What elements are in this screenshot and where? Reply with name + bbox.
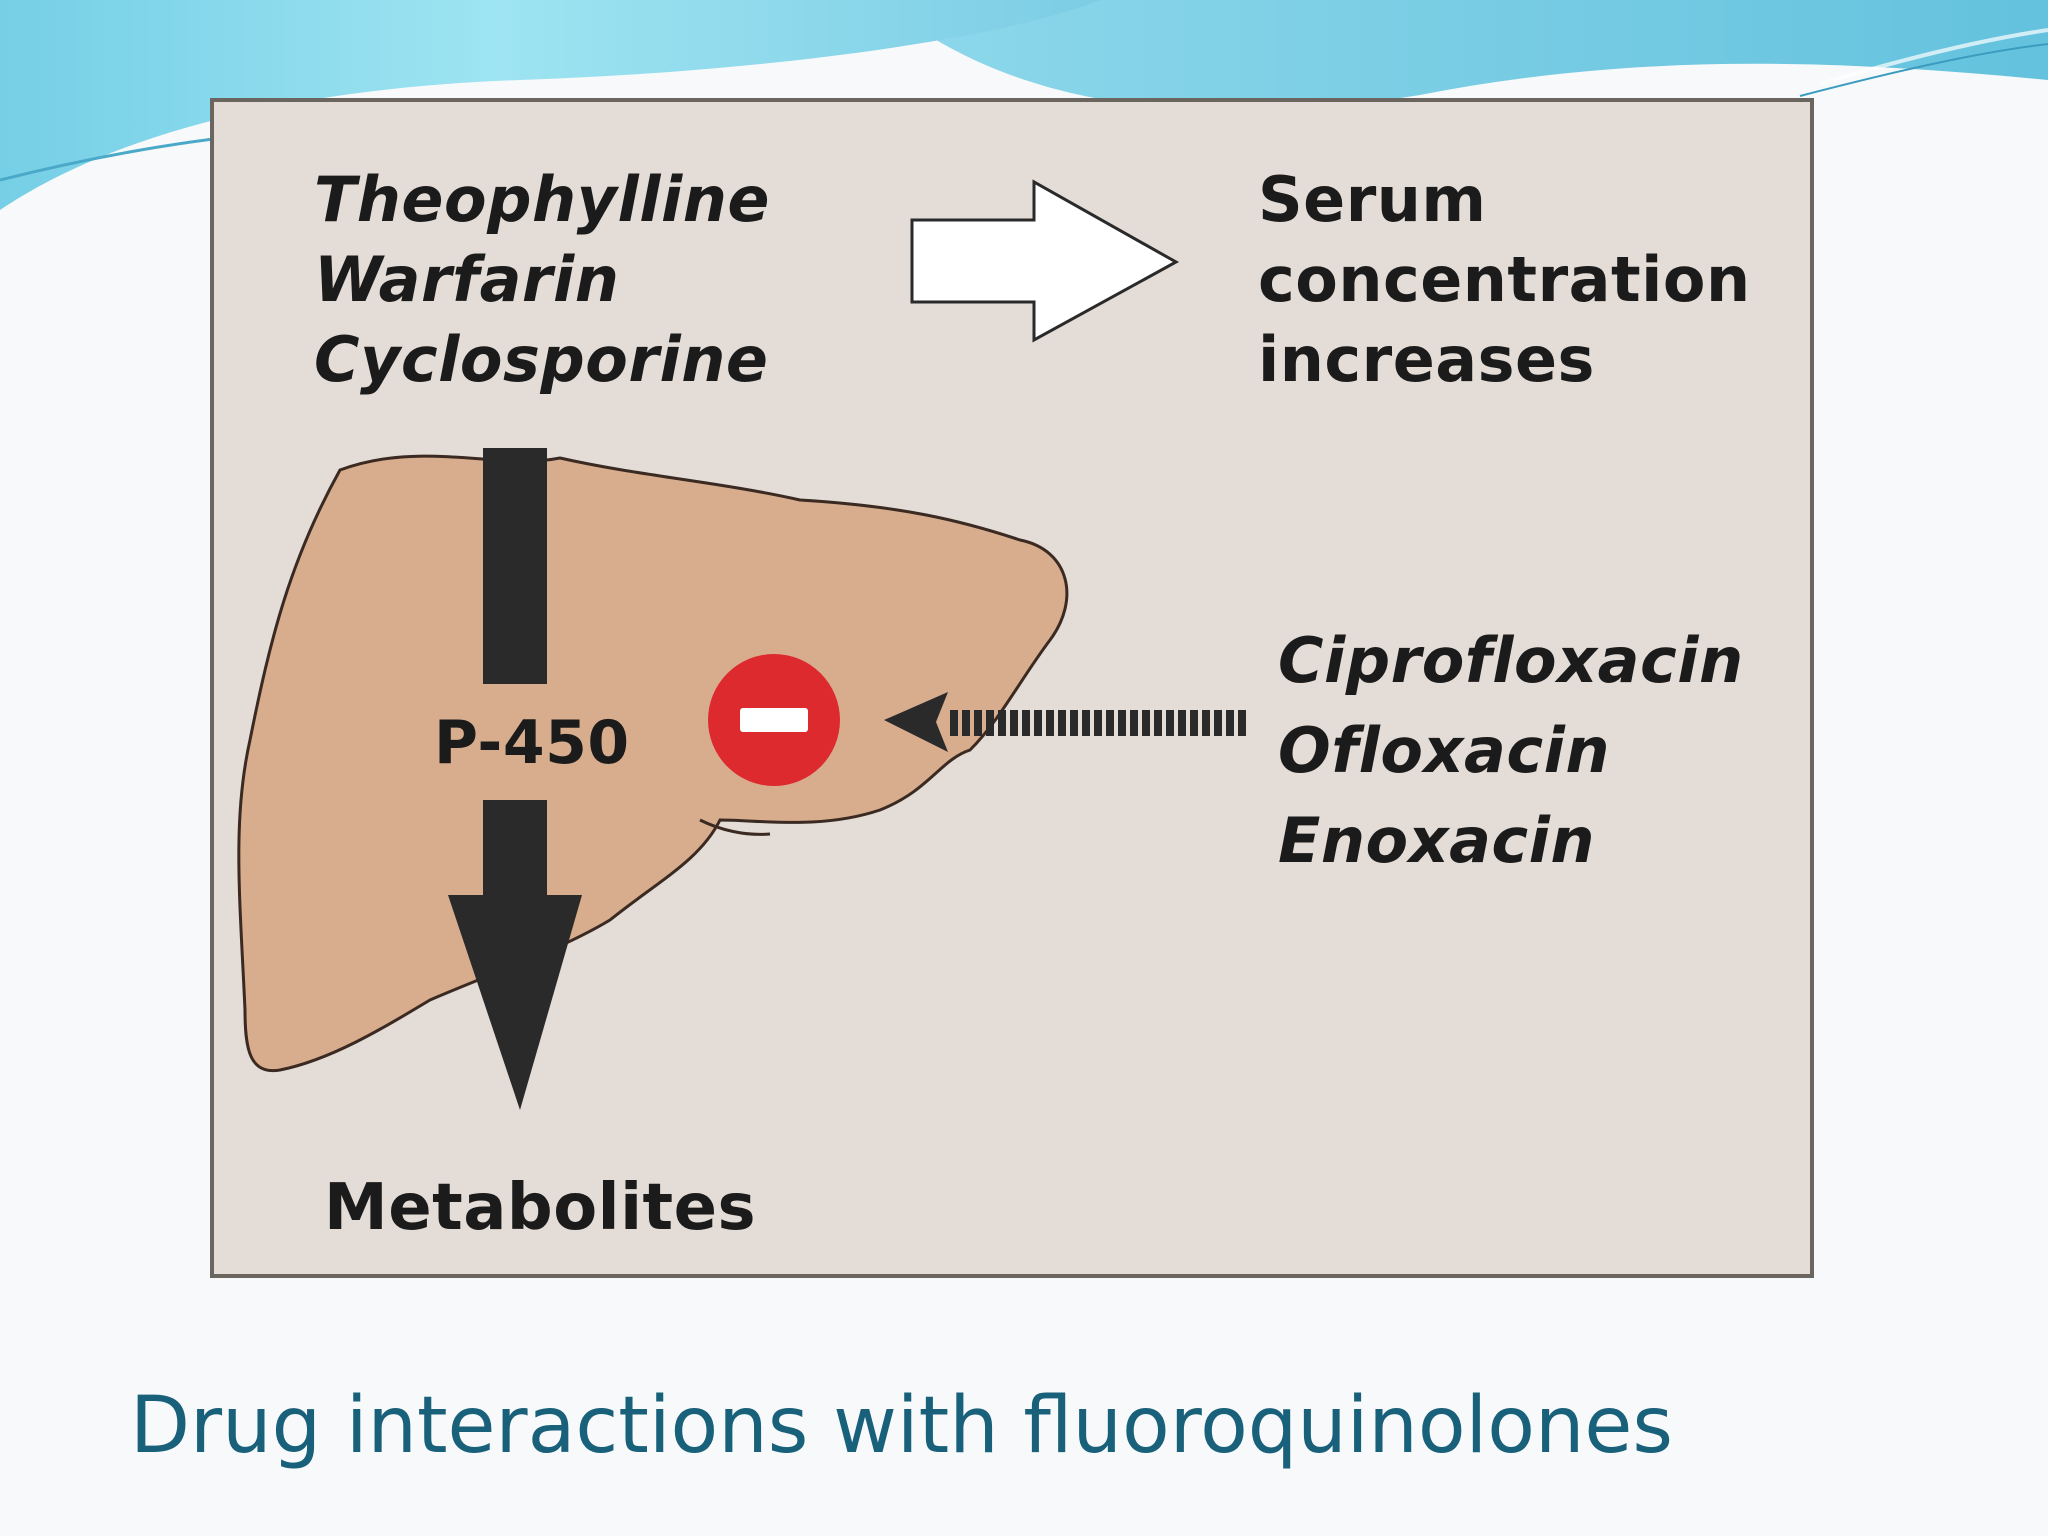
- effect-line: concentration: [1258, 243, 1751, 316]
- enzyme-label: P-450: [434, 708, 630, 778]
- substrate-drug: Warfarin: [314, 243, 620, 316]
- inhibitor-drug: Enoxacin: [1278, 804, 1596, 877]
- inhibitor-drug: Ofloxacin: [1278, 714, 1610, 787]
- effect-label: Serum concentration increases: [1258, 160, 1751, 400]
- minus-sign-icon: [708, 654, 840, 786]
- substrate-drug-list: Theophylline Warfarin Cyclosporine: [314, 160, 770, 400]
- inhibitor-drug: Ciprofloxacin: [1278, 624, 1744, 697]
- substrate-drug: Theophylline: [314, 163, 770, 236]
- liver-shape: [237, 454, 1069, 1073]
- metabolism-arrow: [448, 448, 582, 1110]
- diagram-figure: [210, 98, 1814, 1278]
- metabolites-label: Metabolites: [324, 1171, 757, 1245]
- inhibitor-drug-list: Ciprofloxacin Ofloxacin Enoxacin: [1278, 616, 1744, 886]
- inhibition-arrow: [884, 692, 1246, 752]
- effect-line: increases: [1258, 323, 1595, 396]
- increase-arrow: [910, 179, 1180, 343]
- effect-line: Serum: [1258, 163, 1487, 236]
- slide-title: Drug interactions with fluoroquinolones: [130, 1381, 1674, 1471]
- substrate-drug: Cyclosporine: [314, 323, 769, 396]
